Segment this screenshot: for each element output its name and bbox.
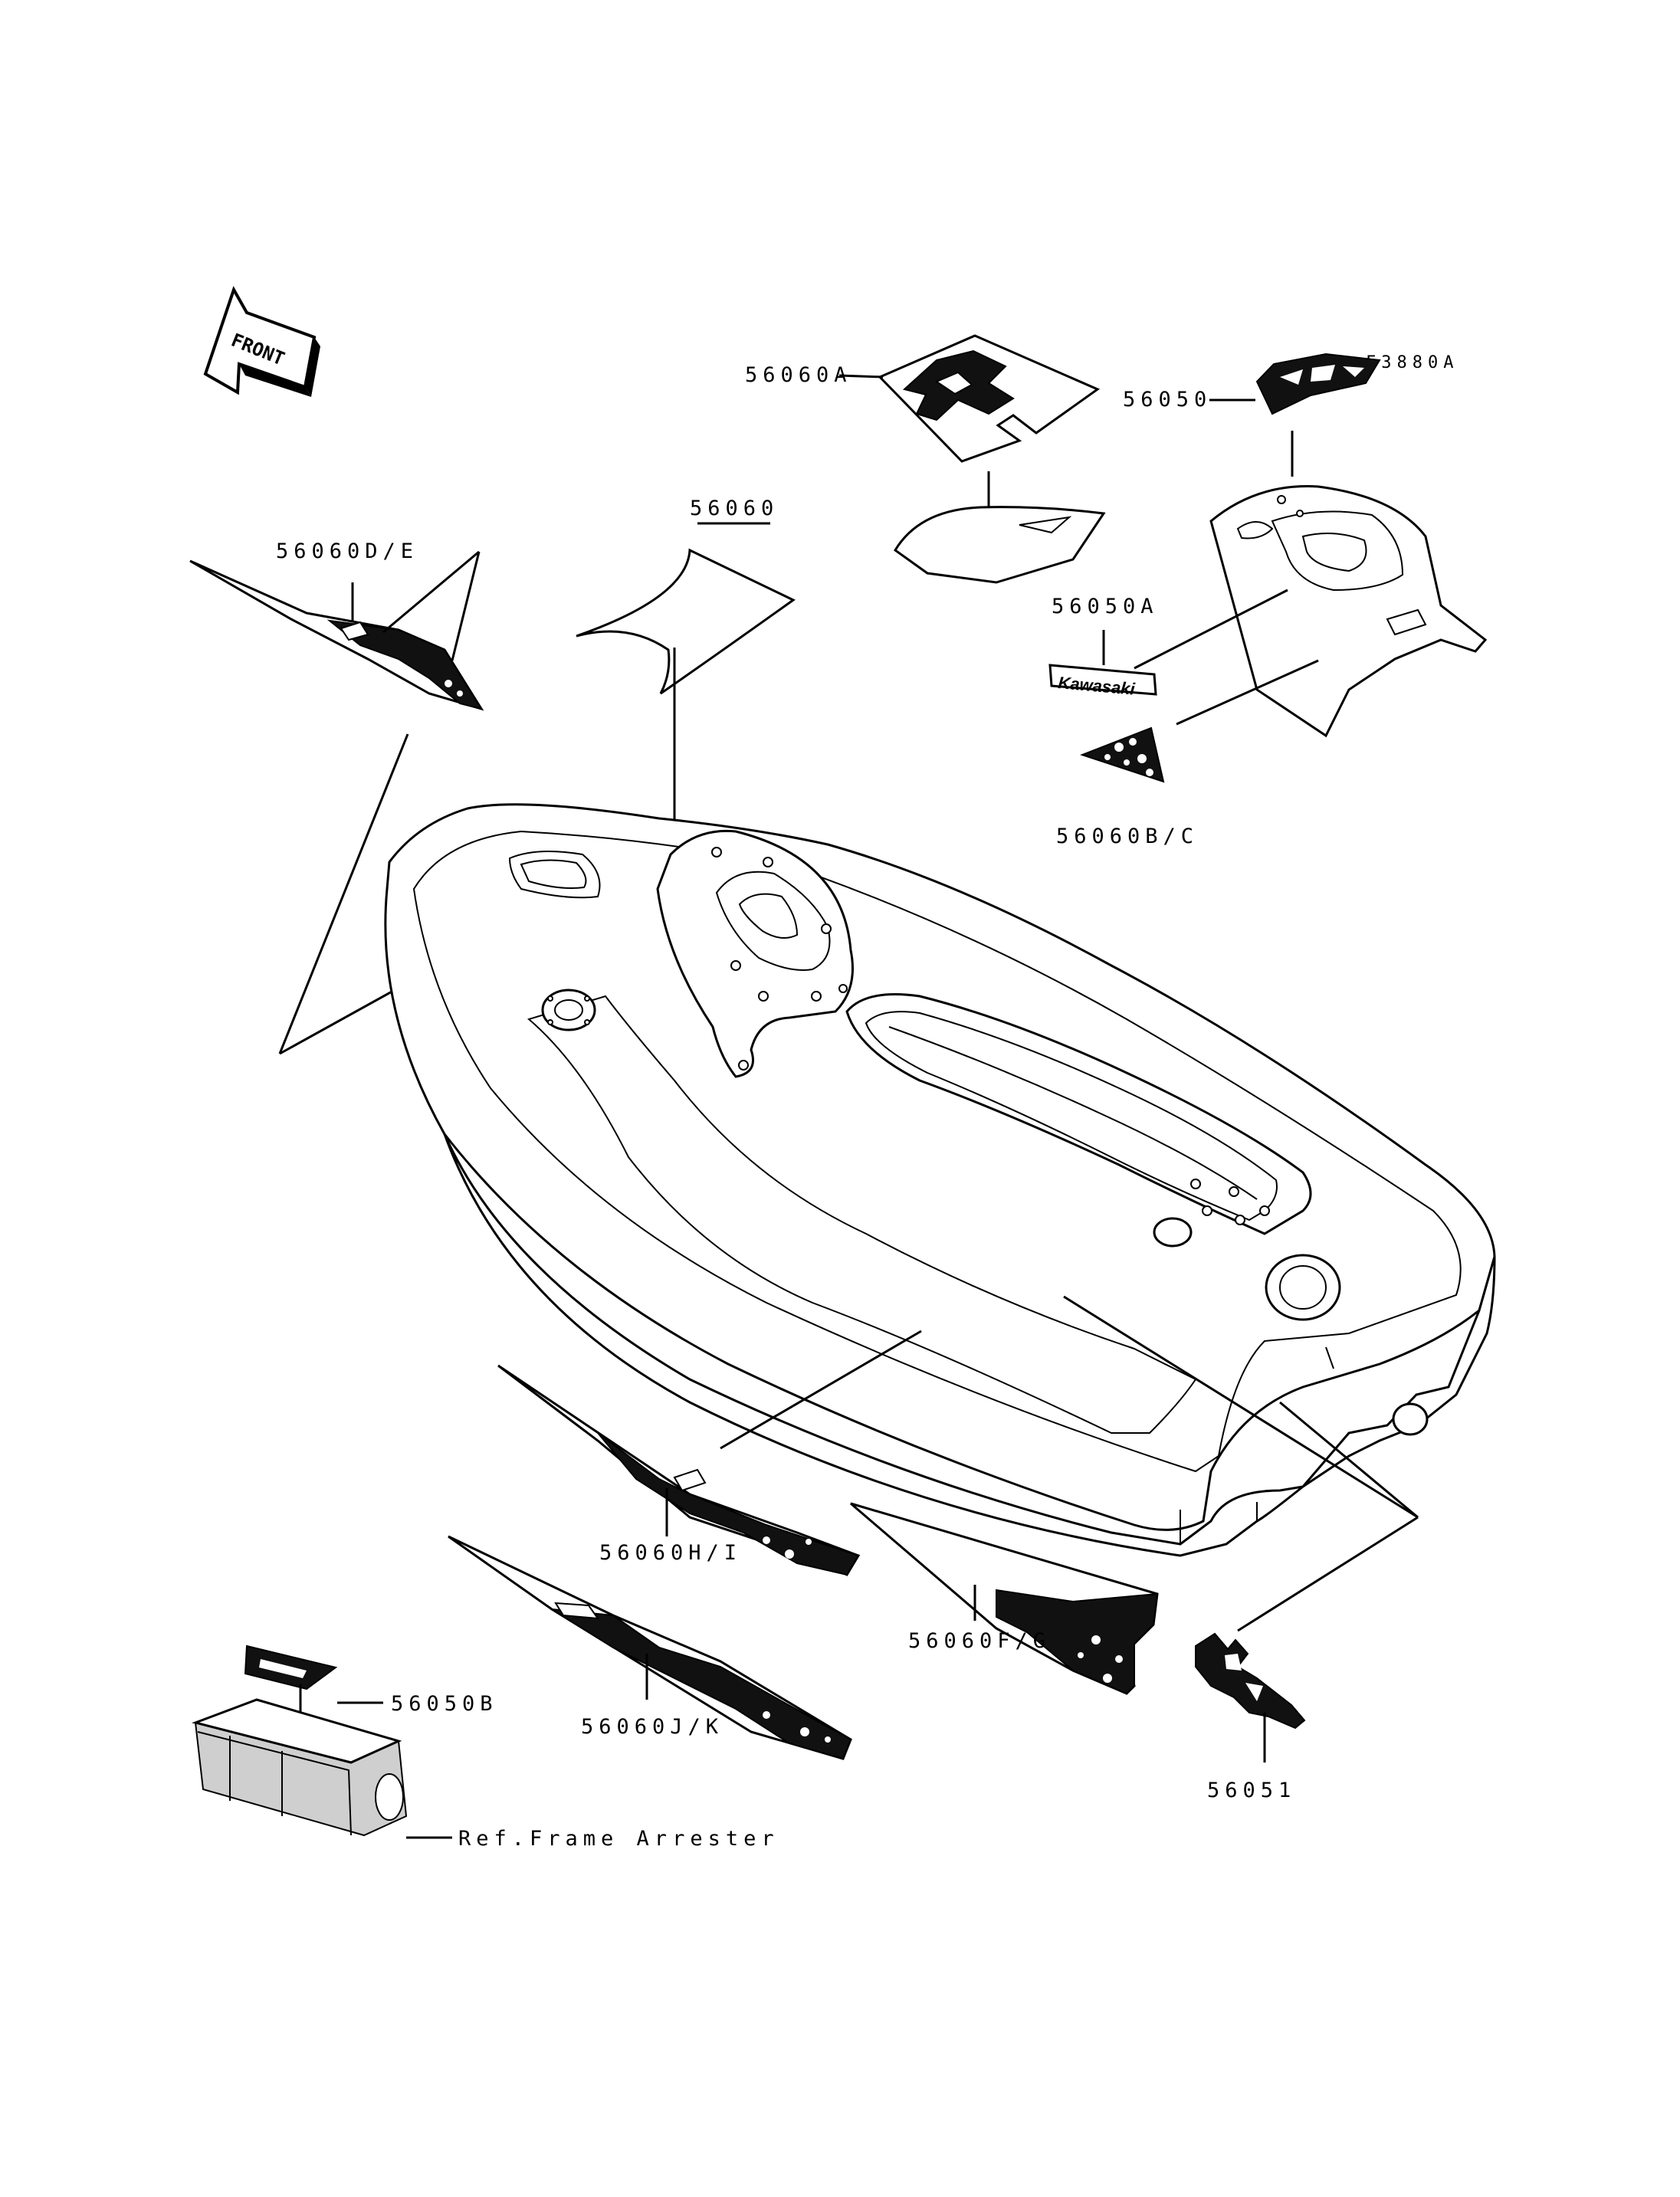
label-56050b: 56050B [391,1692,498,1716]
label-56060bc: 56060B/C [1056,825,1199,848]
label-56060fg: 56060F/G [908,1629,1051,1653]
label-56060de: 56060D/E [276,539,418,563]
label-56060a: 56060A [745,363,852,387]
hood-logo-56050: 56050 [1123,353,1381,477]
hood-part [1209,485,1488,738]
label-ref-frame-arrester: Ref.Frame Arrester [458,1827,779,1851]
side-decal-56060fg: 56060F/G [850,1502,1159,1695]
rear-decal-56051: 56051 [1195,1632,1306,1802]
label-56050a: 56050A [1052,595,1159,618]
side-decal-56060hi: 56060H/I [497,1364,861,1576]
dotted-triangle-decal-56060bc: 56060B/C [1056,659,1319,848]
flame-arrester-part: 56050B Ref.Frame Arrester [192,1644,779,1851]
label-56060hi: 56060H/I [599,1541,742,1565]
side-decal-56060jk: 56060J/K [448,1535,852,1760]
figure-code: F3880A [1366,353,1459,372]
front-side-decal-56060de: 56060D/E [189,539,530,1055]
seat-decal-56060a: 56060A [745,334,1106,584]
label-56051: 56051 [1207,1779,1296,1802]
label-56050: 56050 [1123,388,1212,412]
center-pad-56060: 56060 [576,497,796,828]
label-56060: 56060 [690,497,779,520]
label-56060jk: 56060J/K [581,1715,724,1739]
kawasaki-decal-56050a: 56050A Kawasaki [1048,589,1288,699]
hull-body [384,803,1496,1632]
front-arrow-icon: FRONT [203,286,320,397]
